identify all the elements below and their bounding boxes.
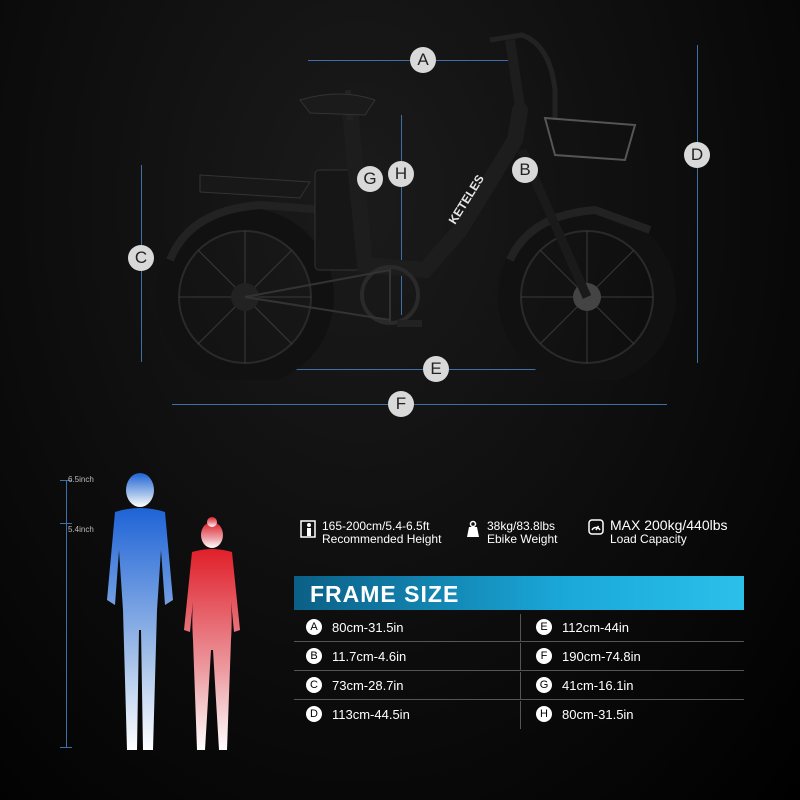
frame-value-h: 80cm-31.5in — [562, 706, 634, 722]
frame-value-f: 190cm-74.8in — [562, 648, 641, 664]
label-b: B — [512, 157, 538, 183]
row-divider — [294, 670, 744, 671]
label-c: C — [128, 245, 154, 271]
frame-letter-e: E — [536, 619, 552, 635]
frame-cell-c: C 73cm-28.7in — [306, 672, 404, 698]
label-f: F — [388, 391, 414, 417]
spec-weight-label: Ebike Weight — [487, 532, 558, 546]
weight-icon — [467, 520, 479, 537]
height-label-top: 6.5inch — [68, 475, 94, 484]
spec-weight-value: 38kg/83.8lbs — [487, 519, 556, 533]
frame-letter-c: C — [306, 677, 322, 693]
frame-value-c: 73cm-28.7in — [332, 677, 404, 693]
height-scale-line — [66, 480, 67, 747]
frame-cell-g: G 41cm-16.1in — [536, 672, 634, 698]
dim-line-h — [401, 115, 402, 315]
height-tick-top — [60, 480, 72, 481]
frame-value-b: 11.7cm-4.6in — [332, 648, 407, 664]
height-tick-mid — [60, 523, 72, 524]
label-e: E — [423, 356, 449, 382]
spec-weight: 38kg/83.8lbs Ebike Weight — [465, 520, 557, 546]
bike-illustration: KETELES — [156, 32, 676, 380]
row-divider — [294, 641, 744, 642]
spec-load: MAX 200kg/440lbs Load Capacity — [588, 518, 728, 546]
label-g: G — [357, 166, 383, 192]
frame-value-e: 112cm-44in — [562, 619, 629, 635]
frame-cell-e: E 112cm-44in — [536, 614, 629, 640]
spec-height-value: 165-200cm/5.4-6.5ft — [322, 519, 430, 533]
frame-cell-b: B 11.7cm-4.6in — [306, 643, 406, 669]
frame-letter-h: H — [536, 706, 552, 722]
frame-size-header: FRAME SIZE — [294, 576, 744, 610]
dim-line-f — [172, 404, 667, 405]
column-divider — [520, 701, 521, 729]
spec-load-value: MAX 200kg/440lbs — [610, 517, 728, 533]
frame-row-4: D 113cm-44.5in H 80cm-31.5in — [294, 701, 744, 729]
frame-value-a: 80cm-31.5in — [332, 619, 404, 635]
frame-value-g: 41cm-16.1in — [562, 677, 634, 693]
spec-height: 165-200cm/5.4-6.5ft Recommended Height — [300, 520, 441, 546]
label-d: D — [684, 142, 710, 168]
frame-letter-a: A — [306, 619, 322, 635]
frame-row-1: A 80cm-31.5in E 112cm-44in — [294, 614, 744, 642]
male-silhouette — [107, 473, 173, 750]
frame-letter-d: D — [306, 706, 322, 722]
frame-cell-f: F 190cm-74.8in — [536, 643, 641, 669]
column-divider — [520, 614, 521, 642]
label-a: A — [410, 47, 436, 73]
frame-letter-f: F — [536, 648, 552, 664]
frame-cell-h: H 80cm-31.5in — [536, 701, 634, 727]
female-silhouette — [184, 517, 240, 750]
frame-row-3: C 73cm-28.7in G 41cm-16.1in — [294, 672, 744, 700]
label-h: H — [388, 161, 414, 187]
frame-cell-a: A 80cm-31.5in — [306, 614, 404, 640]
frame-size-title: FRAME SIZE — [310, 581, 460, 607]
height-label-lower: 5.4inch — [68, 525, 94, 534]
height-icon — [300, 520, 316, 538]
frame-cell-d: D 113cm-44.5in — [306, 701, 410, 727]
spec-load-label: Load Capacity — [610, 532, 687, 546]
height-tick-bottom — [60, 747, 72, 748]
gauge-icon — [588, 519, 604, 535]
frame-row-2: B 11.7cm-4.6in F 190cm-74.8in — [294, 643, 744, 671]
frame-value-d: 113cm-44.5in — [332, 706, 410, 722]
frame-letter-b: B — [306, 648, 322, 664]
row-divider — [294, 699, 744, 700]
frame-letter-g: G — [536, 677, 552, 693]
dim-line-d — [697, 45, 698, 363]
people-silhouettes — [107, 473, 240, 750]
column-divider — [520, 643, 521, 671]
spec-height-label: Recommended Height — [322, 532, 442, 546]
column-divider — [520, 672, 521, 700]
